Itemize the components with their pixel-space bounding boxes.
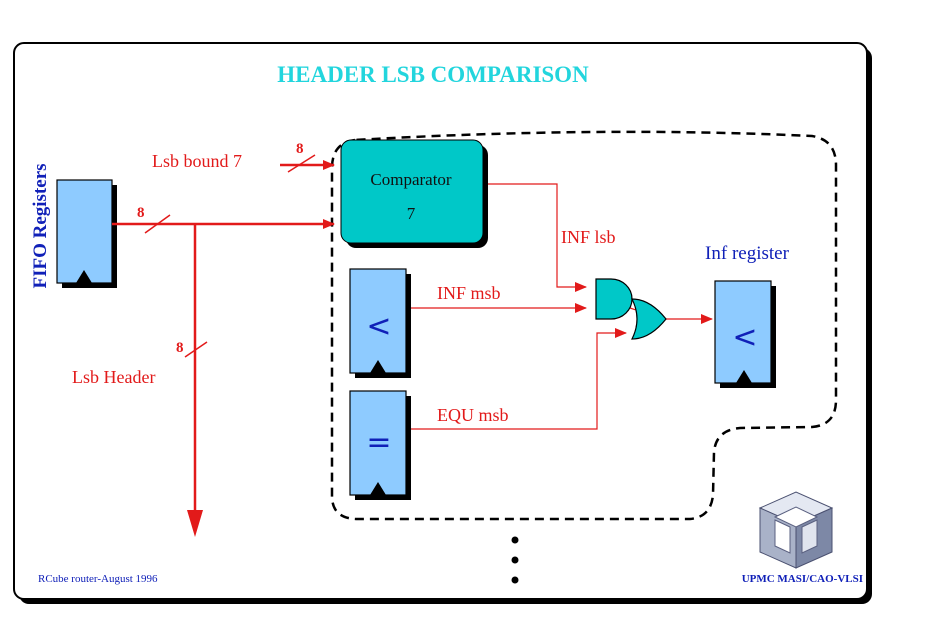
fifo-registers-label: FIFO Registers	[30, 163, 51, 288]
fifo-register	[56, 179, 117, 288]
footer-left: RCube router-August 1996	[38, 573, 158, 585]
header-bus-width: 8	[176, 340, 184, 356]
wires	[112, 154, 713, 522]
fifo-bus-slash	[144, 214, 171, 234]
header-bus-slash	[184, 341, 208, 358]
page-title: HEADER LSB COMPARISON	[277, 62, 589, 87]
comparator-block	[340, 139, 488, 248]
lsb-header-label: Lsb Header	[72, 367, 155, 387]
comparator-index: 7	[407, 204, 416, 223]
inf-register	[714, 280, 776, 388]
fifo-bus-width: 8	[137, 205, 145, 221]
and-gate-icon	[595, 278, 633, 320]
clock-triangle-icon	[370, 482, 386, 495]
footer-right: UPMC MASI/CAO-VLSI	[742, 573, 863, 585]
cube-logo-icon	[758, 491, 834, 569]
or-gate-icon	[631, 298, 667, 340]
equal-register	[349, 390, 411, 500]
inf-register-symbol: <	[732, 320, 757, 355]
equal-register-symbol: =	[366, 425, 391, 460]
comparator-name: Comparator	[370, 170, 452, 189]
inf-msb-label: INF msb	[437, 283, 501, 303]
dashed-boundary	[330, 130, 838, 521]
less-register	[349, 268, 411, 378]
bound-bus-width: 8	[296, 141, 304, 157]
bound-bus-slash	[287, 154, 316, 173]
clock-triangle-icon	[370, 360, 386, 373]
inf-register-label: Inf register	[705, 243, 790, 264]
inf-lsb-wire	[483, 183, 587, 292]
clock-triangle-icon	[736, 370, 752, 383]
ellipsis-dots-icon	[511, 536, 519, 584]
inf-lsb-label: INF lsb	[561, 227, 616, 247]
equ-msb-wire	[408, 328, 627, 430]
slide-frame	[13, 42, 868, 600]
less-register-symbol: <	[366, 309, 391, 344]
lsb-bound-label: Lsb bound 7	[152, 151, 242, 171]
down-arrow-icon	[187, 510, 203, 537]
equ-msb-label: EQU msb	[437, 405, 509, 425]
clock-triangle-icon	[76, 270, 92, 283]
